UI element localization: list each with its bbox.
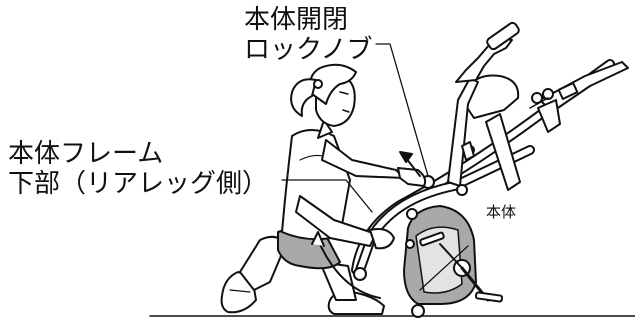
pedal-right: [474, 291, 504, 303]
seat-post: [485, 113, 521, 191]
hand-lower: [369, 228, 395, 250]
rear-leg-label-line2: 下部（リアレッグ側）: [8, 168, 269, 199]
main-body-label: 本体: [486, 203, 517, 221]
ponytail: [290, 78, 317, 117]
lock-knob-label-line2: ロックノブ: [244, 34, 373, 65]
lock-knob-label-line1: 本体開閉: [244, 5, 349, 35]
lock-knob-label: 本体開閉 ロックノブ: [244, 5, 373, 66]
handlebar-grip: [486, 21, 520, 51]
person: [220, 63, 427, 315]
handlebar: [455, 37, 513, 83]
rear-leg-label: 本体フレーム 下部（リアレッグ側）: [8, 139, 269, 200]
front-roller: [411, 304, 425, 318]
leader-lock-knob: [375, 43, 429, 177]
pedal-left: [419, 231, 445, 247]
hand-upper: [397, 167, 427, 187]
lower-arm: [295, 195, 377, 247]
knob-arrow: [405, 157, 421, 177]
rear-leg-label-line1: 本体フレーム: [8, 139, 164, 169]
hair: [309, 63, 357, 105]
leader-rear-leg: [281, 179, 373, 213]
lift-arrow: [317, 239, 381, 299]
rear-leg-end: [353, 267, 367, 281]
